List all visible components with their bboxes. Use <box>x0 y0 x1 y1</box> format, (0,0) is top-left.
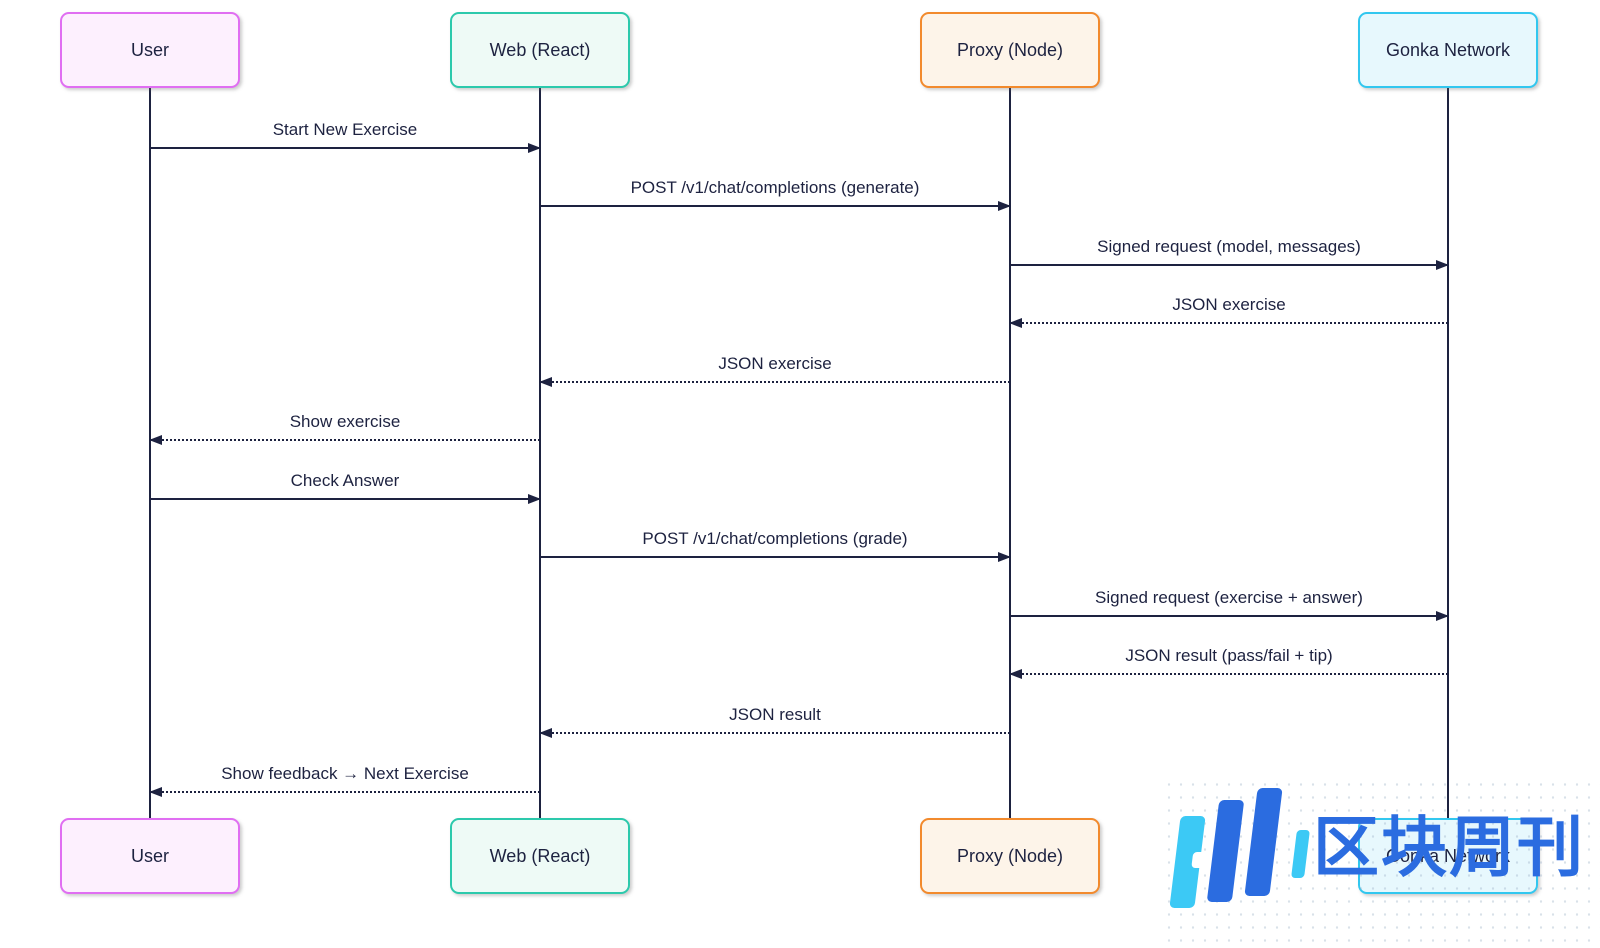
message-json-result-gonka-proxy: JSON result (pass/fail + tip) <box>1009 639 1448 679</box>
message-json-exercise-gonka-proxy: JSON exercise <box>1009 288 1448 328</box>
message-line <box>540 205 1010 207</box>
message-line <box>150 439 540 441</box>
actor-proxy-bottom: Proxy (Node) <box>920 818 1100 894</box>
actor-proxy-label: Proxy (Node) <box>956 39 1064 60</box>
arrowhead-icon <box>1009 669 1022 679</box>
message-post-grade: POST /v1/chat/completions (grade) <box>540 522 1011 562</box>
actor-user-label: User <box>130 845 169 866</box>
actor-user-bottom: User <box>60 818 240 894</box>
arrowhead-icon <box>1436 611 1449 621</box>
message-line <box>150 498 540 500</box>
message-label: Start New Exercise <box>272 120 418 139</box>
message-label: Signed request (exercise + answer) <box>1095 588 1363 607</box>
actor-web-top: Web (React) <box>450 12 630 88</box>
actor-gonka-label: Gonka Network <box>1385 845 1511 866</box>
arrowhead-icon <box>1436 260 1449 270</box>
arrowhead-icon <box>998 201 1011 211</box>
actor-gonka-bottom: Gonka Network <box>1358 818 1538 894</box>
actor-web-bottom: Web (React) <box>450 818 630 894</box>
actor-user-top: User <box>60 12 240 88</box>
actor-web-label: Web (React) <box>489 845 591 866</box>
message-label: JSON result (pass/fail + tip) <box>1125 646 1333 665</box>
actor-proxy-label: Proxy (Node) <box>956 845 1064 866</box>
arrowhead-icon <box>528 143 541 153</box>
message-line <box>540 556 1010 558</box>
message-label: JSON result <box>729 705 821 724</box>
watermark-accent-bar <box>1291 830 1310 878</box>
message-label: POST /v1/chat/completions (grade) <box>642 529 908 548</box>
message-line <box>1010 615 1448 617</box>
message-line <box>540 381 1010 383</box>
logo-bar-blue-2 <box>1244 788 1283 896</box>
arrowhead-icon <box>149 435 162 445</box>
message-label: JSON exercise <box>718 354 832 373</box>
actor-proxy-top: Proxy (Node) <box>920 12 1100 88</box>
logo-bar-cyan <box>1169 816 1206 908</box>
actor-gonka-top: Gonka Network <box>1358 12 1538 88</box>
message-line <box>1010 322 1448 324</box>
arrowhead-icon <box>528 494 541 504</box>
message-line <box>540 732 1010 734</box>
arrowhead-icon <box>539 728 552 738</box>
arrowhead-icon <box>149 787 162 797</box>
message-label: POST /v1/chat/completions (generate) <box>630 178 920 197</box>
message-start-new-exercise: Start New Exercise <box>150 113 541 153</box>
message-label: Signed request (model, messages) <box>1097 237 1361 256</box>
message-json-exercise-proxy-web: JSON exercise <box>539 347 1010 387</box>
message-line <box>150 147 540 149</box>
lifeline-gonka <box>1447 88 1449 818</box>
arrowhead-icon <box>1009 318 1022 328</box>
message-post-generate: POST /v1/chat/completions (generate) <box>540 171 1011 211</box>
logo-bar-blue-1 <box>1206 800 1245 902</box>
message-label: Check Answer <box>290 471 400 490</box>
arrowhead-icon <box>539 377 552 387</box>
message-signed-request-generate: Signed request (model, messages) <box>1010 230 1449 270</box>
message-label: Show feedback → Next Exercise <box>221 764 469 783</box>
message-line <box>1010 673 1448 675</box>
message-check-answer: Check Answer <box>150 464 541 504</box>
actor-web-label: Web (React) <box>489 39 591 60</box>
lifeline-proxy <box>1009 88 1011 818</box>
message-label: JSON exercise <box>1172 295 1286 314</box>
message-signed-request-grade: Signed request (exercise + answer) <box>1010 581 1449 621</box>
message-line <box>1010 264 1448 266</box>
lifeline-user <box>149 88 151 818</box>
arrowhead-icon <box>998 552 1011 562</box>
actor-gonka-label: Gonka Network <box>1385 39 1511 60</box>
message-show-exercise: Show exercise <box>149 405 540 445</box>
message-label: Show exercise <box>289 412 401 431</box>
message-line <box>150 791 540 793</box>
lifeline-web <box>539 88 541 818</box>
message-json-result-proxy-web: JSON result <box>539 698 1010 738</box>
actor-user-label: User <box>130 39 169 60</box>
message-show-feedback-next: Show feedback → Next Exercise <box>149 757 540 797</box>
